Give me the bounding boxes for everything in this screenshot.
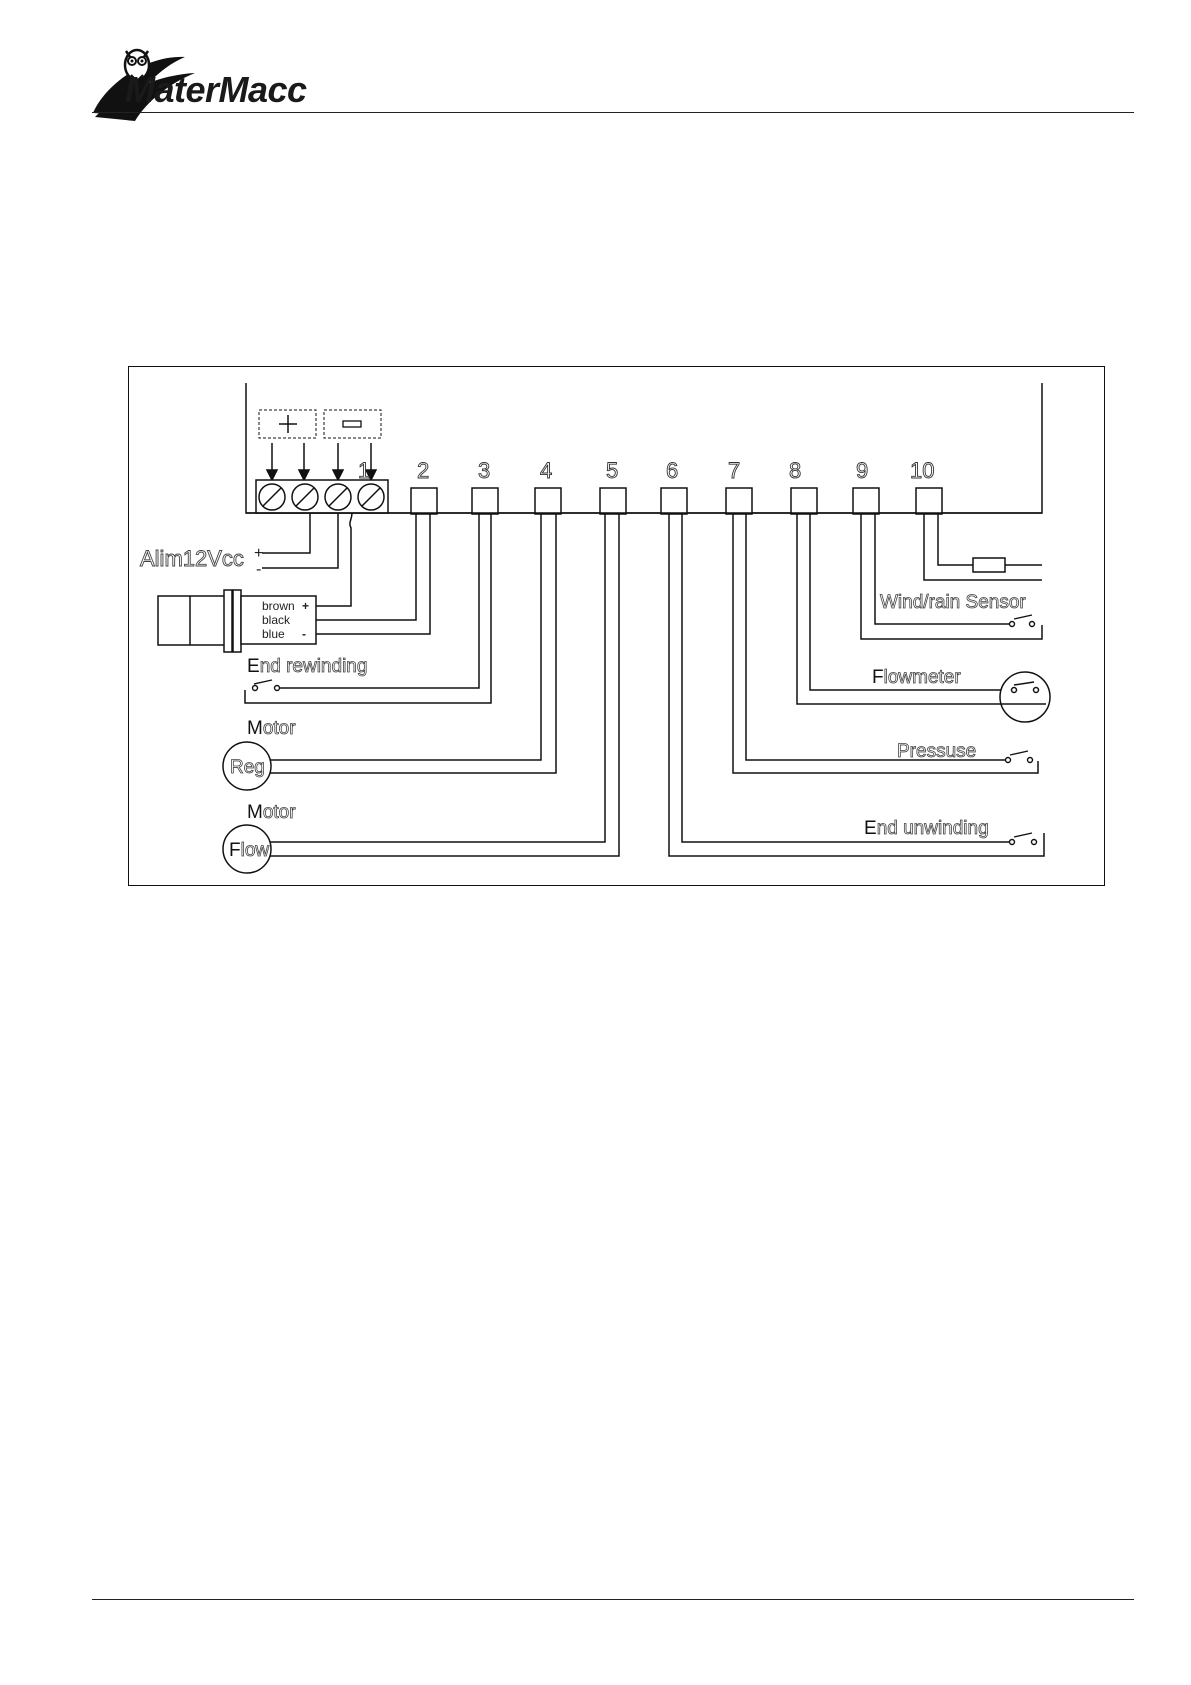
sensor-wire-black: black bbox=[262, 613, 291, 627]
motor-flow-symbol-text: Flow bbox=[229, 840, 269, 861]
end-unwinding-label: End unwinding bbox=[864, 818, 989, 839]
pressuse-switch bbox=[1006, 751, 1033, 763]
terminal-number-4: 4 bbox=[540, 458, 552, 483]
resistor-symbol bbox=[973, 558, 1005, 572]
terminal-number-1: 1 bbox=[358, 458, 370, 483]
sensor-wire-blue-sign: - bbox=[302, 627, 306, 641]
motor-reg-symbol-text: Reg bbox=[230, 757, 265, 778]
wind-rain-switch bbox=[1010, 615, 1035, 627]
pressuse-label: Pressuse bbox=[897, 741, 976, 762]
flowmeter-symbol bbox=[1000, 672, 1050, 722]
power-supply-label: Alim12Vcc bbox=[140, 546, 244, 571]
screw-terminal-block bbox=[256, 480, 388, 513]
terminal-number-7: 7 bbox=[728, 458, 740, 483]
terminal-number-8: 8 bbox=[789, 458, 801, 483]
motor-flow-label: Motor bbox=[247, 802, 296, 823]
flowmeter-label: Flowmeter bbox=[872, 667, 961, 688]
terminal-number-3: 3 bbox=[478, 458, 490, 483]
motor-flow-symbol-cap: F bbox=[229, 840, 241, 861]
sensor-wire-brown-sign: + bbox=[302, 599, 309, 613]
sensor-wire-blue: blue bbox=[262, 627, 285, 641]
power-plus: + bbox=[254, 545, 263, 562]
terminal-number-5: 5 bbox=[606, 458, 618, 483]
terminal-number-6: 6 bbox=[666, 458, 678, 483]
end-rewinding-switch bbox=[253, 680, 280, 691]
terminal-sockets bbox=[411, 488, 942, 514]
power-minus: - bbox=[256, 561, 261, 578]
motor-flow-symbol-rest: low bbox=[241, 840, 270, 861]
sensor-wire-brown: brown bbox=[262, 599, 295, 613]
wind-rain-sensor-label: Wind/rain Sensor bbox=[880, 592, 1026, 613]
terminal-number-2: 2 bbox=[417, 458, 429, 483]
terminal-number-10: 10 bbox=[910, 458, 934, 483]
terminal-number-9: 9 bbox=[856, 458, 868, 483]
end-rewinding-label: End rewinding bbox=[247, 656, 367, 677]
motor-reg-label: Motor bbox=[247, 718, 296, 739]
end-unwinding-switch bbox=[1010, 833, 1037, 845]
